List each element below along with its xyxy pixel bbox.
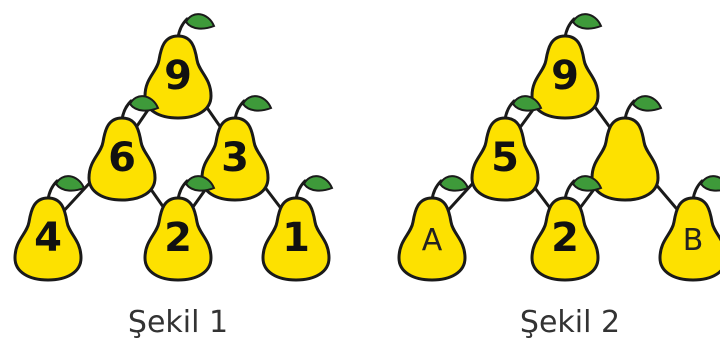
figure-1: 9 6 3 4 2 1: [13, 12, 334, 282]
pear-mid-left: 6: [87, 94, 160, 202]
pear-bottom-right: 1: [261, 174, 334, 282]
pear-bottom-right: B: [658, 174, 720, 282]
pear-label: A: [422, 223, 443, 258]
pear-bottom-left: 4: [13, 174, 86, 282]
pear-label: 9: [164, 53, 192, 99]
pear-mid-right: 3: [200, 94, 273, 202]
figure-2-caption: Şekil 2: [519, 305, 621, 340]
pear-label: 6: [108, 135, 136, 181]
pear-label: B: [683, 223, 704, 258]
pear-label: 5: [491, 135, 519, 181]
pear-bottom-middle: 2: [143, 174, 216, 282]
pear-label: 2: [164, 215, 192, 261]
pear-top: 9: [143, 12, 216, 120]
pear-mid-right: [590, 94, 663, 202]
figure-1-caption: Şekil 1: [127, 305, 229, 340]
pear-bottom-middle: 2: [530, 174, 603, 282]
pear-label: 9: [551, 53, 579, 99]
pear-top: 9: [530, 12, 603, 120]
pear-label: 4: [34, 215, 62, 261]
pear-bottom-left: A: [397, 174, 470, 282]
pear-label: 1: [282, 215, 310, 261]
figure-2: 9 5 A 2 B: [397, 12, 720, 282]
pear-label: 3: [221, 135, 249, 181]
pear-mid-left: 5: [470, 94, 543, 202]
pear-label: 2: [551, 215, 579, 261]
